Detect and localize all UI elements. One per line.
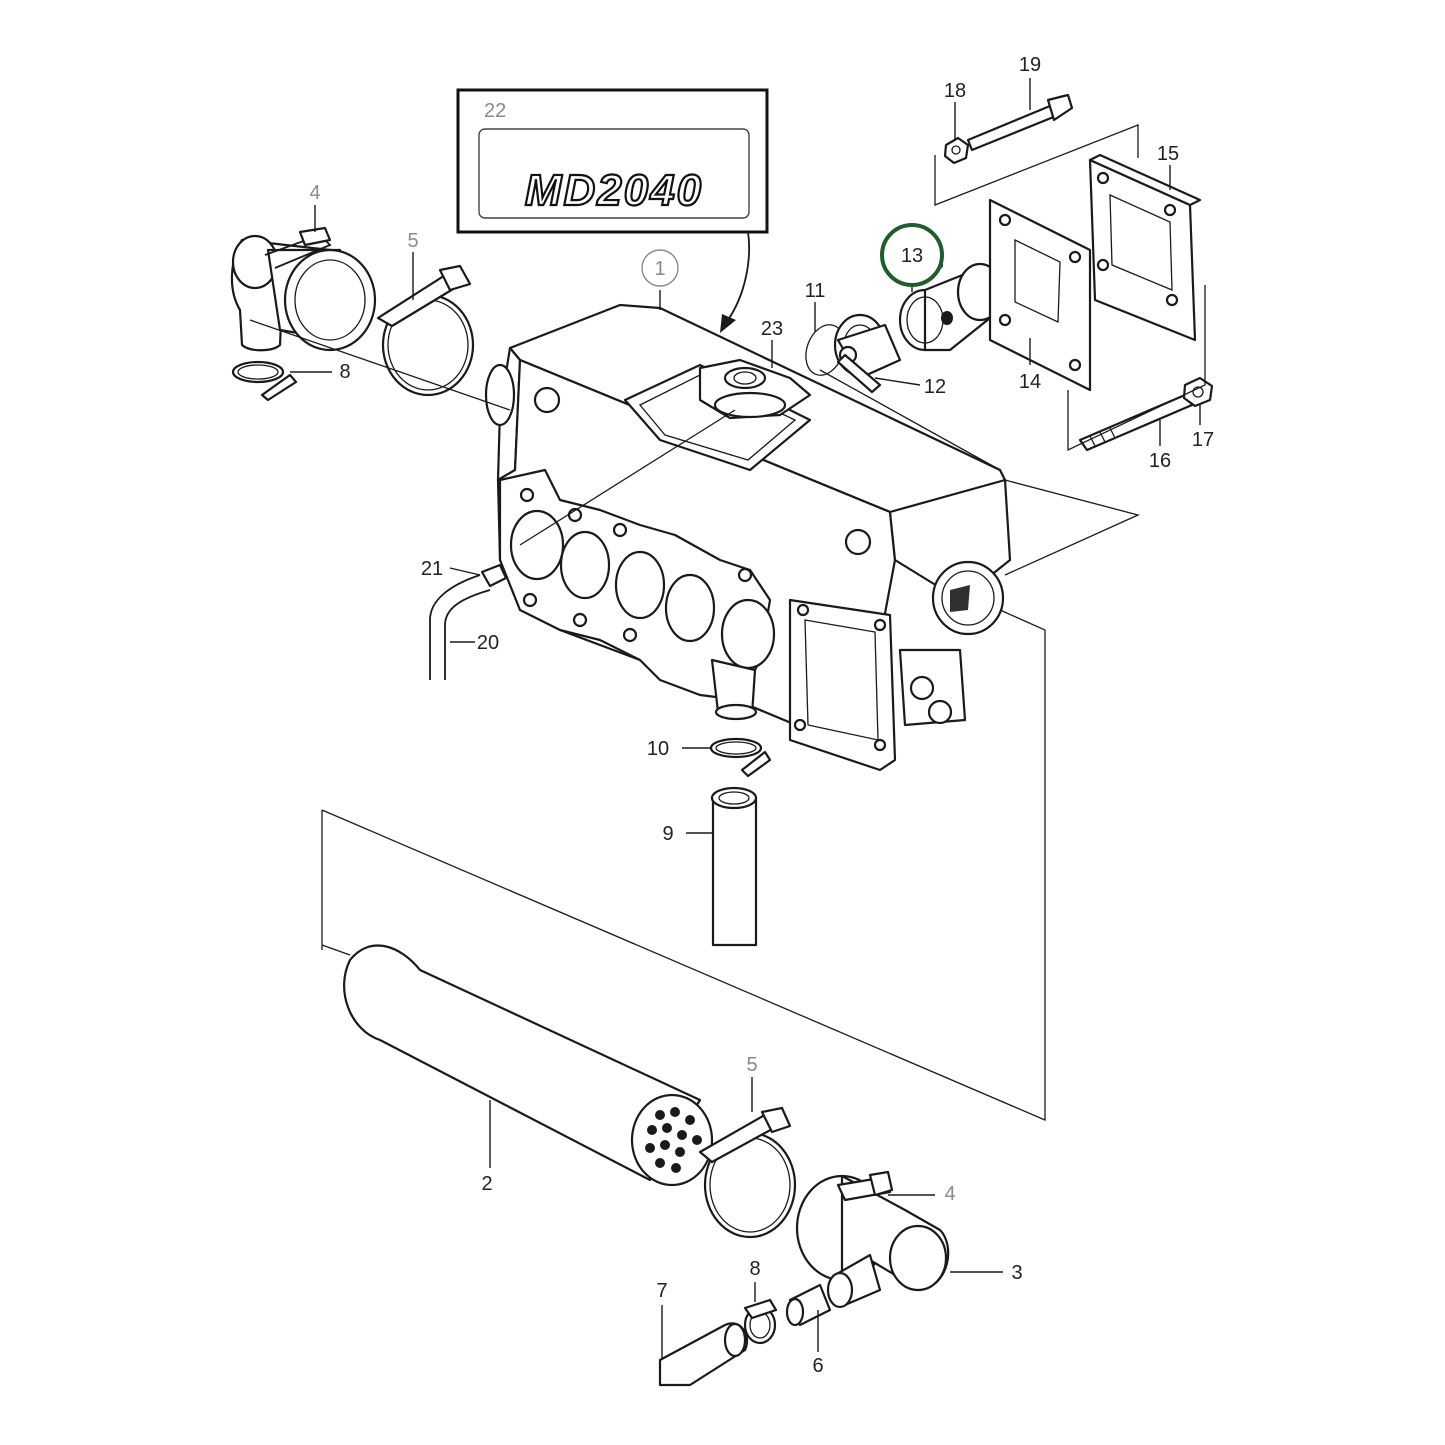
hex-nut-18 bbox=[943, 136, 970, 165]
callout-5-upper: 5 bbox=[407, 230, 418, 252]
leader-lines bbox=[290, 78, 1201, 1360]
callout-21: 21 bbox=[421, 558, 443, 580]
hex-nut-17 bbox=[1182, 376, 1214, 408]
callout-8-upper: 8 bbox=[339, 361, 350, 383]
hose-nipple-6 bbox=[785, 1283, 832, 1327]
callout-10: 10 bbox=[647, 738, 669, 760]
gasket-plate bbox=[988, 198, 1092, 392]
callout-19: 19 bbox=[1019, 54, 1041, 76]
highlight-circle-13 bbox=[880, 223, 944, 287]
callout-16: 16 bbox=[1149, 450, 1171, 472]
callout-20: 20 bbox=[477, 632, 499, 654]
small-hose-clamp-upper bbox=[231, 360, 298, 402]
hose-20 bbox=[429, 563, 508, 680]
callout-17: 17 bbox=[1192, 429, 1214, 451]
callout-9: 9 bbox=[662, 823, 673, 845]
bolt-19 bbox=[966, 93, 1074, 152]
callout-18: 18 bbox=[944, 80, 966, 102]
callout-22: 22 bbox=[484, 100, 506, 122]
hose-clamp-10 bbox=[709, 737, 772, 778]
hose-clamp-upper bbox=[376, 264, 475, 397]
hose-clamp-lower bbox=[698, 1106, 797, 1239]
callout-4-upper: 4 bbox=[309, 182, 320, 204]
callout-14: 14 bbox=[1019, 371, 1041, 393]
silencer bbox=[343, 944, 714, 1187]
hose-elbow-lower bbox=[795, 1170, 950, 1309]
hose-elbow-upper bbox=[230, 226, 377, 352]
exhaust-manifold bbox=[484, 303, 1012, 772]
callout-labels: 1 2 3 4 4 5 5 6 7 8 8 9 10 11 12 13 14 1… bbox=[309, 54, 1214, 1377]
callout-2: 2 bbox=[481, 1173, 492, 1195]
callout-11: 11 bbox=[805, 280, 826, 302]
callout-6: 6 bbox=[812, 1355, 823, 1377]
thermostat bbox=[833, 313, 902, 394]
callout-4-lower: 4 bbox=[944, 1183, 955, 1205]
reference-lines bbox=[249, 124, 1206, 1121]
callout-15: 15 bbox=[1157, 143, 1179, 165]
callout-7: 7 bbox=[656, 1280, 667, 1302]
decal-inset: 22 MD2040 bbox=[456, 88, 769, 333]
callout-8-lower: 8 bbox=[749, 1258, 760, 1280]
callout-13: 13 bbox=[901, 245, 923, 267]
callout-23: 23 bbox=[761, 318, 783, 340]
stud-bolt bbox=[1078, 393, 1194, 452]
reference-circle-1 bbox=[641, 249, 679, 287]
hose-7 bbox=[658, 1322, 749, 1387]
callout-5-lower: 5 bbox=[746, 1054, 757, 1076]
small-hose-clamp-lower bbox=[743, 1298, 778, 1345]
callout-12: 12 bbox=[924, 376, 946, 398]
pipe-9 bbox=[710, 786, 758, 947]
callout-1: 1 bbox=[654, 258, 665, 280]
cover-plate bbox=[1088, 153, 1202, 342]
decal-logo-text: MD2040 bbox=[525, 166, 703, 215]
callout-3: 3 bbox=[1011, 1262, 1022, 1284]
